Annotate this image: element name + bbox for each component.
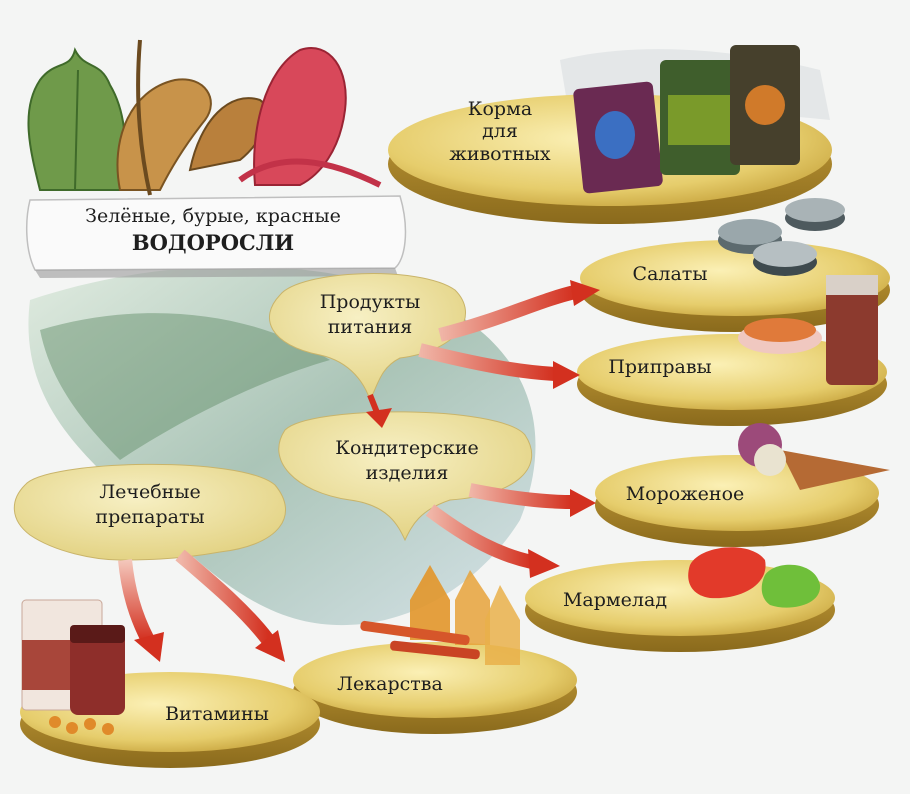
node-confectionery-line1: Кондитерские xyxy=(335,437,479,459)
node-medical-label: Лечебные препараты xyxy=(55,480,245,529)
algae-illustration xyxy=(27,39,382,196)
arrow-confectionery-to-marmalade xyxy=(425,504,560,578)
node-food-line1: Продукты xyxy=(319,291,421,313)
product-salads-label: Салаты xyxy=(632,263,708,285)
product-medicines-label: Лекарства xyxy=(337,673,443,695)
source-label: Зелёные, бурые, красные ВОДОРОСЛИ xyxy=(32,204,394,256)
arrow-food-to-seasonings xyxy=(418,343,580,389)
arrow-food-to-confectionery xyxy=(366,393,392,428)
icecream-image xyxy=(738,423,890,490)
marmalade-image xyxy=(688,547,821,608)
source-label-line1: Зелёные, бурые, красные xyxy=(85,205,341,227)
node-food-label: Продукты питания xyxy=(290,290,450,339)
node-food xyxy=(269,273,466,402)
node-feed-label: Корма для животных xyxy=(440,98,560,165)
feed-packages-image xyxy=(573,45,800,194)
node-medical-line1: Лечебные xyxy=(99,481,201,503)
arrow-medical-to-medicines xyxy=(175,549,285,662)
vitamins-image xyxy=(21,599,125,735)
node-confectionery xyxy=(278,411,533,542)
node-confectionery-line2: изделия xyxy=(365,461,449,484)
node-medical xyxy=(13,463,286,561)
salad-cans-image xyxy=(718,198,845,276)
arrow-food-to-salads xyxy=(438,280,600,342)
arrow-confectionery-to-icecream xyxy=(468,483,596,517)
product-marmalade-label: Мармелад xyxy=(562,589,668,611)
node-feed-line1: Корма xyxy=(467,98,533,120)
node-feed-line2: для xyxy=(482,120,518,143)
seasonings-image xyxy=(738,275,878,385)
node-feed-line3: животных xyxy=(449,142,551,165)
product-icecream-label: Мороженое xyxy=(625,483,745,505)
node-food-line2: питания xyxy=(327,315,413,338)
source-plate xyxy=(25,195,407,278)
medicine-bottles-image xyxy=(360,565,520,665)
product-seasonings-label: Приправы xyxy=(608,356,712,378)
node-confectionery-label: Кондитерские изделия xyxy=(292,436,522,485)
arrow-medical-to-vitamins xyxy=(118,559,164,662)
source-label-line2: ВОДОРОСЛИ xyxy=(131,229,295,255)
product-vitamins-label: Витамины xyxy=(165,703,269,725)
node-medical-line2: препараты xyxy=(95,505,205,528)
disc-seasonings xyxy=(577,334,887,426)
